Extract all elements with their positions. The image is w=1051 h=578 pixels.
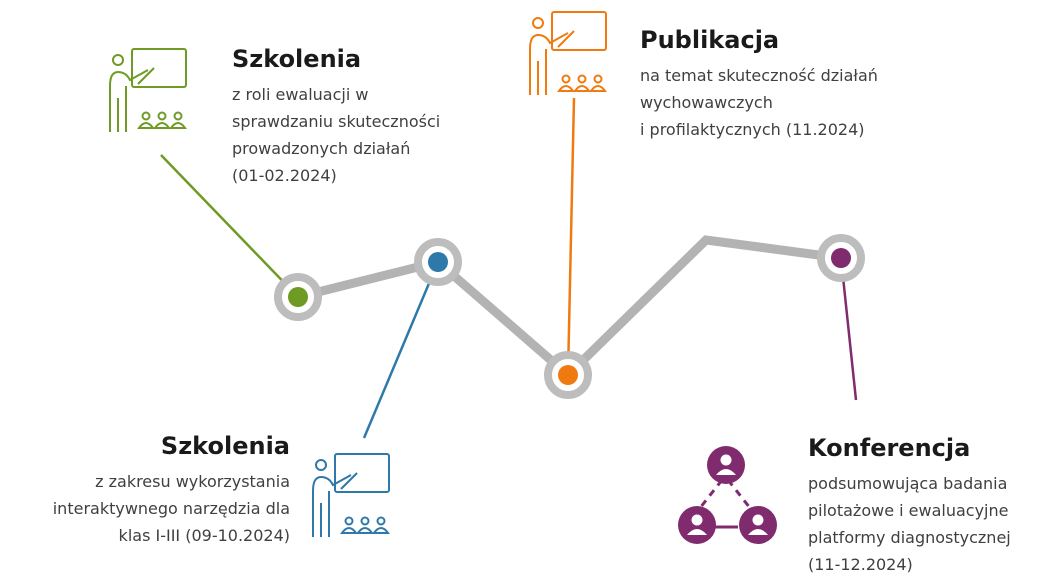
- description-line: i profilaktycznych (11.2024): [640, 120, 865, 139]
- description-line: na temat skuteczność działań: [640, 66, 878, 85]
- description-line: sprawdzaniu skuteczności: [232, 112, 441, 131]
- description-line: pilotażowe i ewaluacyjne: [808, 501, 1009, 520]
- timeline-node-blue: [414, 238, 462, 286]
- description-line: z roli ewaluacji w: [232, 85, 369, 104]
- description-line: klas I-III (09-10.2024): [118, 526, 290, 545]
- timeline-node-purple: [817, 234, 865, 282]
- presentation-icon-orange: [529, 11, 607, 95]
- event-description-szkolenia-narzedzie: z zakresu wykorzystania interaktywnego n…: [0, 468, 290, 549]
- event-description-konferencja: podsumowująca badania pilotażowe i ewalu…: [808, 470, 1011, 578]
- description-line: wychowawczych: [640, 93, 773, 112]
- timeline-node-green: [274, 273, 322, 321]
- description-line: z zakresu wykorzystania: [95, 472, 290, 491]
- description-line: (01-02.2024): [232, 166, 337, 185]
- network-people-icon: [678, 446, 777, 544]
- connector-line-orange: [566, 97, 576, 376]
- event-title-szkolenia-ewaluacja: Szkolenia: [232, 45, 362, 73]
- presentation-icon-green: [109, 48, 187, 132]
- description-line: platformy diagnostycznej: [808, 528, 1011, 547]
- description-line: prowadzonych działań: [232, 139, 411, 158]
- timeline-node-orange: [544, 351, 592, 399]
- event-description-szkolenia-ewaluacja: z roli ewaluacji w sprawdzaniu skuteczno…: [232, 81, 440, 189]
- event-description-publikacja: na temat skuteczność działań wychowawczy…: [640, 62, 878, 143]
- presentation-icon-blue: [312, 453, 390, 537]
- connector-line-green: [160, 154, 299, 298]
- event-title-publikacja: Publikacja: [640, 26, 780, 54]
- description-line: (11-12.2024): [808, 555, 913, 574]
- description-line: interaktywnego narzędzia dla: [52, 499, 290, 518]
- event-title-konferencja: Konferencja: [808, 434, 971, 462]
- event-title-szkolenia-narzedzie: Szkolenia: [160, 432, 290, 460]
- description-line: podsumowująca badania: [808, 474, 1008, 493]
- connector-line-blue: [362, 261, 440, 439]
